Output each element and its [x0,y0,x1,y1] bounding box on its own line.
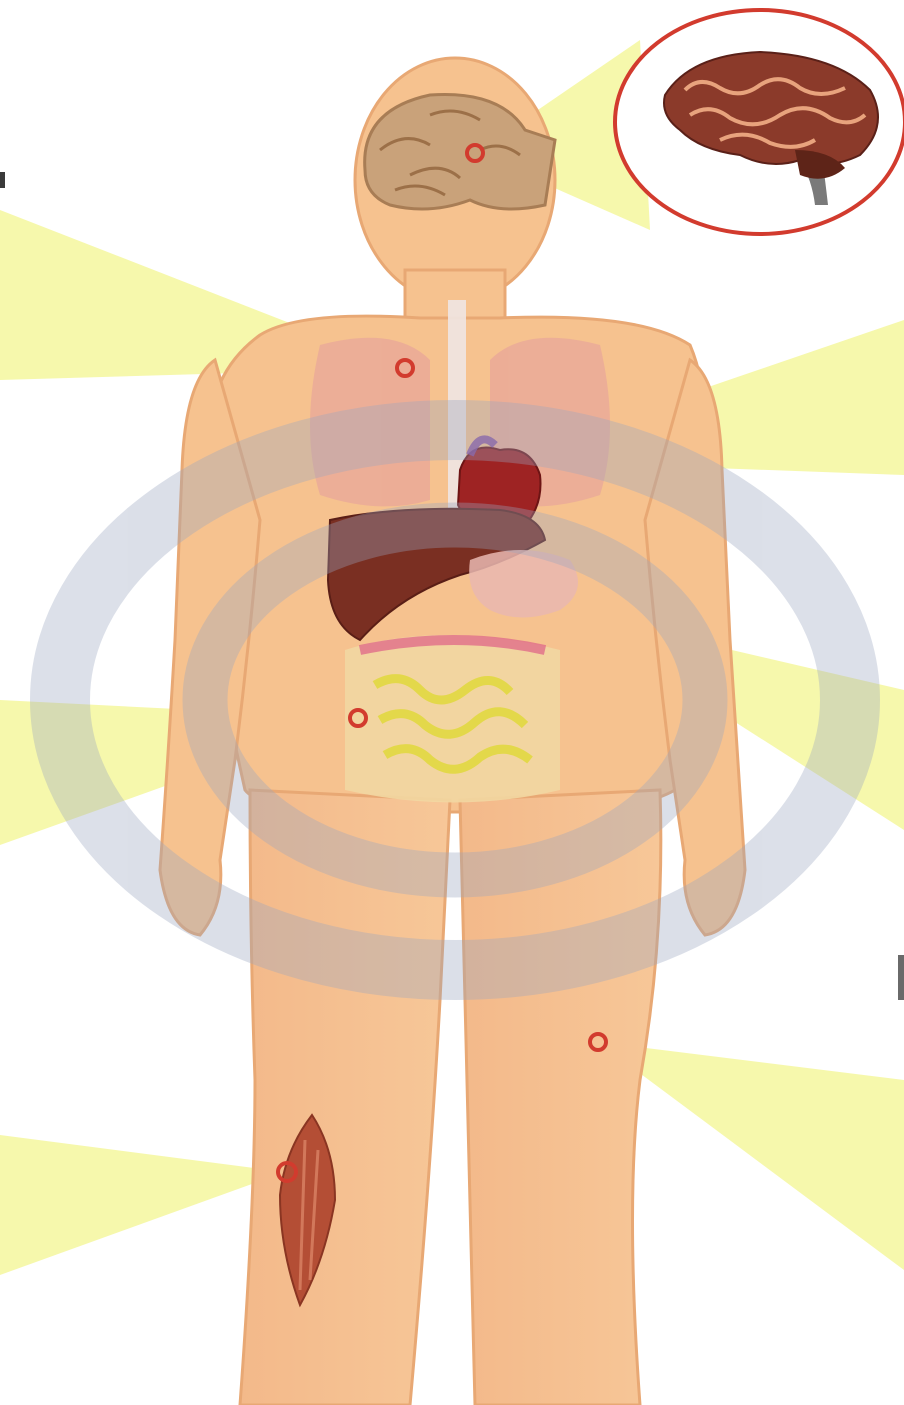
beam-calf [0,1135,285,1275]
edge-mark-left [0,172,5,188]
edge-mark-right [898,955,904,1000]
intestines [345,635,560,803]
beam-knee [598,1042,904,1270]
brain-inset [615,10,904,234]
